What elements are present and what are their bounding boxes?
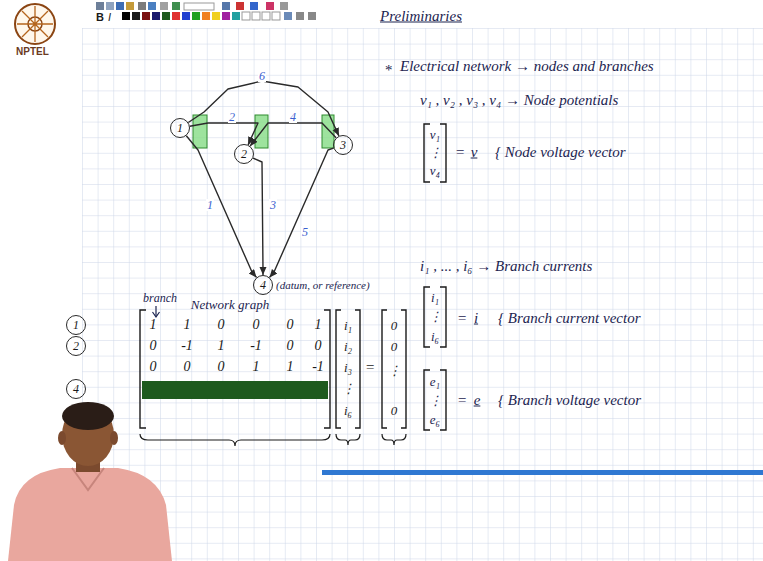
row-marker: 2 — [66, 336, 86, 356]
node-number: 2 — [241, 148, 247, 160]
branch-number: 4 — [289, 111, 297, 123]
branch-arrow — [188, 81, 339, 136]
separator-bar — [322, 470, 763, 475]
axis-note: branch — [143, 292, 177, 304]
node-highlight — [193, 115, 334, 148]
row-marker: 4 — [66, 379, 86, 399]
toolbar — [96, 2, 316, 20]
equals-sign: = — [455, 145, 465, 160]
node-number: 2 — [73, 340, 79, 352]
matrix-entry: 0 — [287, 318, 294, 332]
toolbar-button: B — [96, 12, 104, 23]
vector-entry: ⋮ — [429, 394, 442, 407]
node-number: 4 — [73, 383, 79, 395]
vector-symbol: e — [474, 393, 481, 408]
vector-entry: 0 — [391, 404, 398, 417]
figure-caption: Network graph — [191, 298, 269, 311]
vector-entry: 0 — [391, 319, 398, 332]
equals-sign: = — [457, 393, 467, 408]
note-text: { Branch voltage vector — [498, 393, 641, 408]
note-text: v₁ , v₂ , v₃ , v₄ → Node potentials — [420, 93, 618, 108]
logo-text: NPTEL — [16, 47, 49, 57]
branch-number: 1 — [206, 199, 214, 211]
vector-entry: i₁ — [431, 291, 439, 304]
vector-entry: ⋮ — [342, 382, 355, 395]
presenter-figure — [8, 402, 172, 561]
graph-node: 3 — [333, 135, 353, 155]
bullet-mark: * — [384, 63, 392, 78]
note-text: { Node voltage vector — [495, 145, 626, 160]
vector-entry: i₆ — [344, 404, 352, 417]
vector-entry: ⋮ — [429, 146, 442, 159]
matrix-entry: -1 — [250, 339, 262, 353]
node-number: 3 — [340, 139, 346, 151]
matrix-entry: 1 — [150, 318, 157, 332]
page-heading: Preliminaries — [380, 9, 462, 24]
node-note: (datum, or reference) — [276, 280, 370, 291]
vector-entry: e₁ — [430, 375, 440, 388]
matrix-entry: 1 — [218, 339, 225, 353]
vector-entry: i₂ — [344, 340, 352, 353]
grid — [82, 28, 763, 561]
matrix-entry: 1 — [315, 318, 322, 332]
row-marker: 1 — [66, 315, 86, 335]
vector-entry: i₃ — [344, 361, 352, 374]
vector-entry: i₁ — [344, 319, 352, 332]
matrix-entry: 0 — [184, 360, 191, 374]
node-number: 4 — [260, 279, 266, 291]
matrix-entry: 1 — [184, 318, 191, 332]
matrix-entry: 0 — [287, 339, 294, 353]
matrix-entry: 0 — [218, 318, 225, 332]
branch-number: 2 — [228, 111, 236, 123]
note-text: i₁ , ... , i₆ → Branch currents — [420, 259, 592, 274]
branch-arrow — [270, 148, 334, 277]
vector-symbol: i — [474, 311, 478, 326]
vector-entry: v₄ — [430, 164, 440, 177]
redaction-bar — [142, 381, 328, 399]
matrix-entry: 0 — [150, 339, 157, 353]
graph-node: 1 — [170, 118, 190, 138]
branch-arrow — [253, 158, 263, 275]
vector-entry: ⋮ — [388, 364, 401, 377]
branch-arrow — [190, 123, 258, 145]
equals-sign: = — [365, 360, 375, 375]
matrix-entry: 1 — [253, 360, 260, 374]
vector-entry: 0 — [391, 340, 398, 353]
under-brace — [140, 434, 406, 446]
vector-symbol: v — [471, 145, 478, 160]
branch-number: 3 — [269, 199, 277, 211]
matrix-bracket — [140, 124, 446, 430]
matrix-entry: 0 — [218, 360, 225, 374]
pointer-arrow — [153, 306, 160, 317]
matrix-entry: 0 — [150, 360, 157, 374]
matrix-entry: 0 — [253, 318, 260, 332]
matrix-entry: 1 — [287, 360, 294, 374]
branch-number: 5 — [301, 226, 309, 238]
nptel-logo — [15, 4, 55, 44]
graph-node: 2 — [234, 144, 254, 164]
matrix-entry: -1 — [181, 339, 193, 353]
vector-entry: i₆ — [431, 330, 439, 343]
note-text: Electrical network → nodes and branches — [400, 59, 654, 74]
graph-node: 4 — [253, 275, 273, 295]
toolbar-button: I — [108, 12, 111, 23]
matrix-entry: -1 — [312, 360, 324, 374]
branch-arrow — [186, 136, 256, 278]
vector-entry: ⋮ — [429, 310, 442, 323]
node-number: 1 — [73, 319, 79, 331]
node-number: 1 — [177, 122, 183, 134]
vector-entry: e₆ — [430, 413, 440, 426]
matrix-entry: 0 — [315, 339, 322, 353]
branch-number: 6 — [258, 70, 266, 82]
branch-arrow — [250, 123, 336, 146]
note-text: { Branch current vector — [498, 311, 641, 326]
vector-entry: v₁ — [430, 128, 440, 141]
equals-sign: = — [457, 311, 467, 326]
